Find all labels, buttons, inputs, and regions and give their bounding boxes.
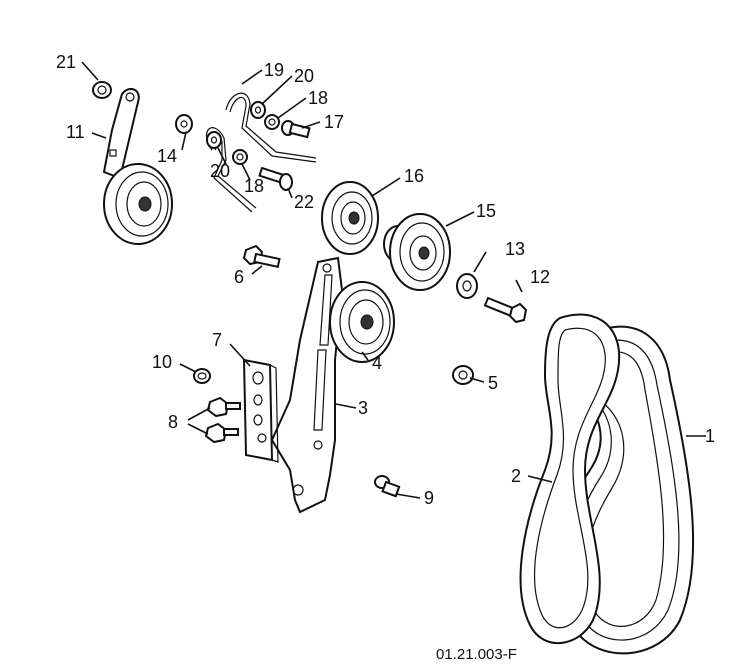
bolt-12 [483,296,528,324]
bolt-22 [258,166,293,191]
callout-10: 10 [152,352,172,372]
callout-18-upper: 18 [308,88,328,108]
callout-12: 12 [530,267,550,287]
callout-5: 5 [488,373,498,393]
bolt-17 [281,120,311,139]
callout-7: 7 [212,330,222,350]
callout-4: 4 [372,353,382,373]
callout-11: 11 [66,122,85,142]
callout-17: 17 [324,112,344,132]
nut-18-upper [264,114,280,130]
leader-lines [81,61,706,499]
callout-16: 16 [404,166,424,186]
washer-20-lower [206,131,222,149]
callout-20-upper: 20 [294,66,314,86]
flange-bolts-8 [204,396,241,444]
callout-1: 1 [705,426,715,446]
belt-2 [519,313,621,644]
idler-pulley-16 [321,181,379,255]
nut-5 [452,365,474,385]
nut-21 [92,81,112,99]
nut-10 [193,368,211,384]
washer-20-upper [250,101,266,119]
idler-pulley-15 [383,213,451,291]
washer-13 [456,273,478,299]
mounting-plate-7 [242,358,279,463]
callout-22: 22 [294,192,314,212]
callout-15: 15 [476,201,496,221]
idler-pulley-4 [329,281,395,363]
callout-9: 9 [424,488,434,508]
callout-14: 14 [157,146,177,166]
callout-21: 21 [56,52,76,72]
callout-19: 19 [264,60,284,80]
idler-pulley-11 [103,163,173,245]
idler-arm-11 [102,87,140,180]
callout-2: 2 [511,466,521,486]
shoulder-bolt-9 [374,475,401,498]
callout-18-lower: 18 [244,176,264,196]
callout-20-lower: 20 [210,161,230,181]
drawing-code: 01.21.003-F [436,646,517,663]
washer-14 [175,114,193,134]
nut-18-lower [232,149,248,165]
callout-3: 3 [358,398,368,418]
shoulder-bolt-6 [242,244,281,269]
callout-8: 8 [168,412,178,432]
callout-13: 13 [505,239,525,259]
idler-arm-bracket-3 [270,256,344,514]
callout-6: 6 [234,267,244,287]
callout-labels: 1 2 3 4 5 6 7 8 9 10 11 12 13 14 15 16 1… [56,52,715,663]
